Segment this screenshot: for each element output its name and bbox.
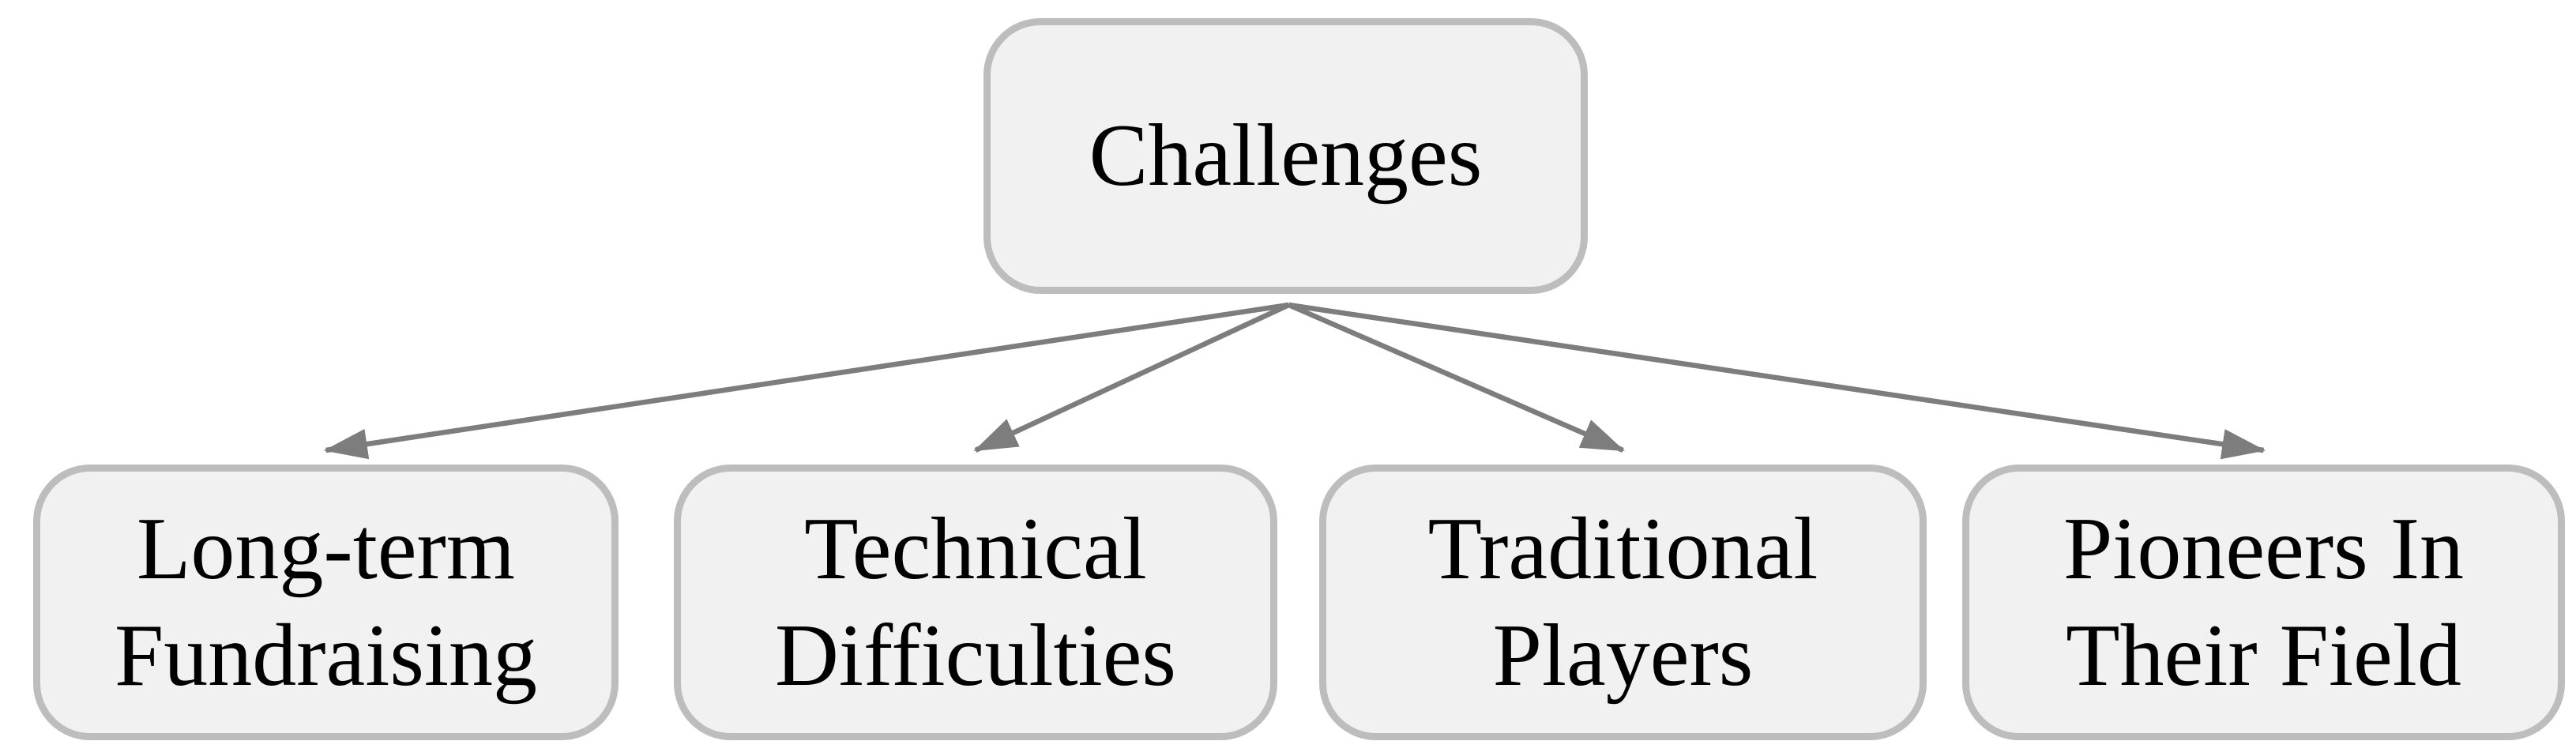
node-challenges-label: Challenges	[1089, 107, 1483, 205]
node-long-term-fundraising: Long-term Fundraising	[33, 465, 619, 740]
node-technical-difficulties: Technical Difficulties	[674, 465, 1277, 740]
edge-arrow	[1288, 303, 1626, 453]
node-pioneers-in-their-field-label: Pioneers In Their Field	[2063, 500, 2464, 705]
node-traditional-players-label: Traditional Players	[1427, 500, 1818, 705]
edge-arrow	[1288, 302, 2266, 460]
node-traditional-players: Traditional Players	[1319, 465, 1927, 740]
node-technical-difficulties-label: Technical Difficulties	[774, 500, 1177, 705]
node-pioneers-in-their-field: Pioneers In Their Field	[1962, 465, 2565, 740]
node-challenges: Challenges	[983, 18, 1588, 294]
edge-arrow	[323, 302, 1289, 460]
node-long-term-fundraising-label: Long-term Fundraising	[114, 500, 538, 705]
edge-arrow	[973, 303, 1290, 453]
